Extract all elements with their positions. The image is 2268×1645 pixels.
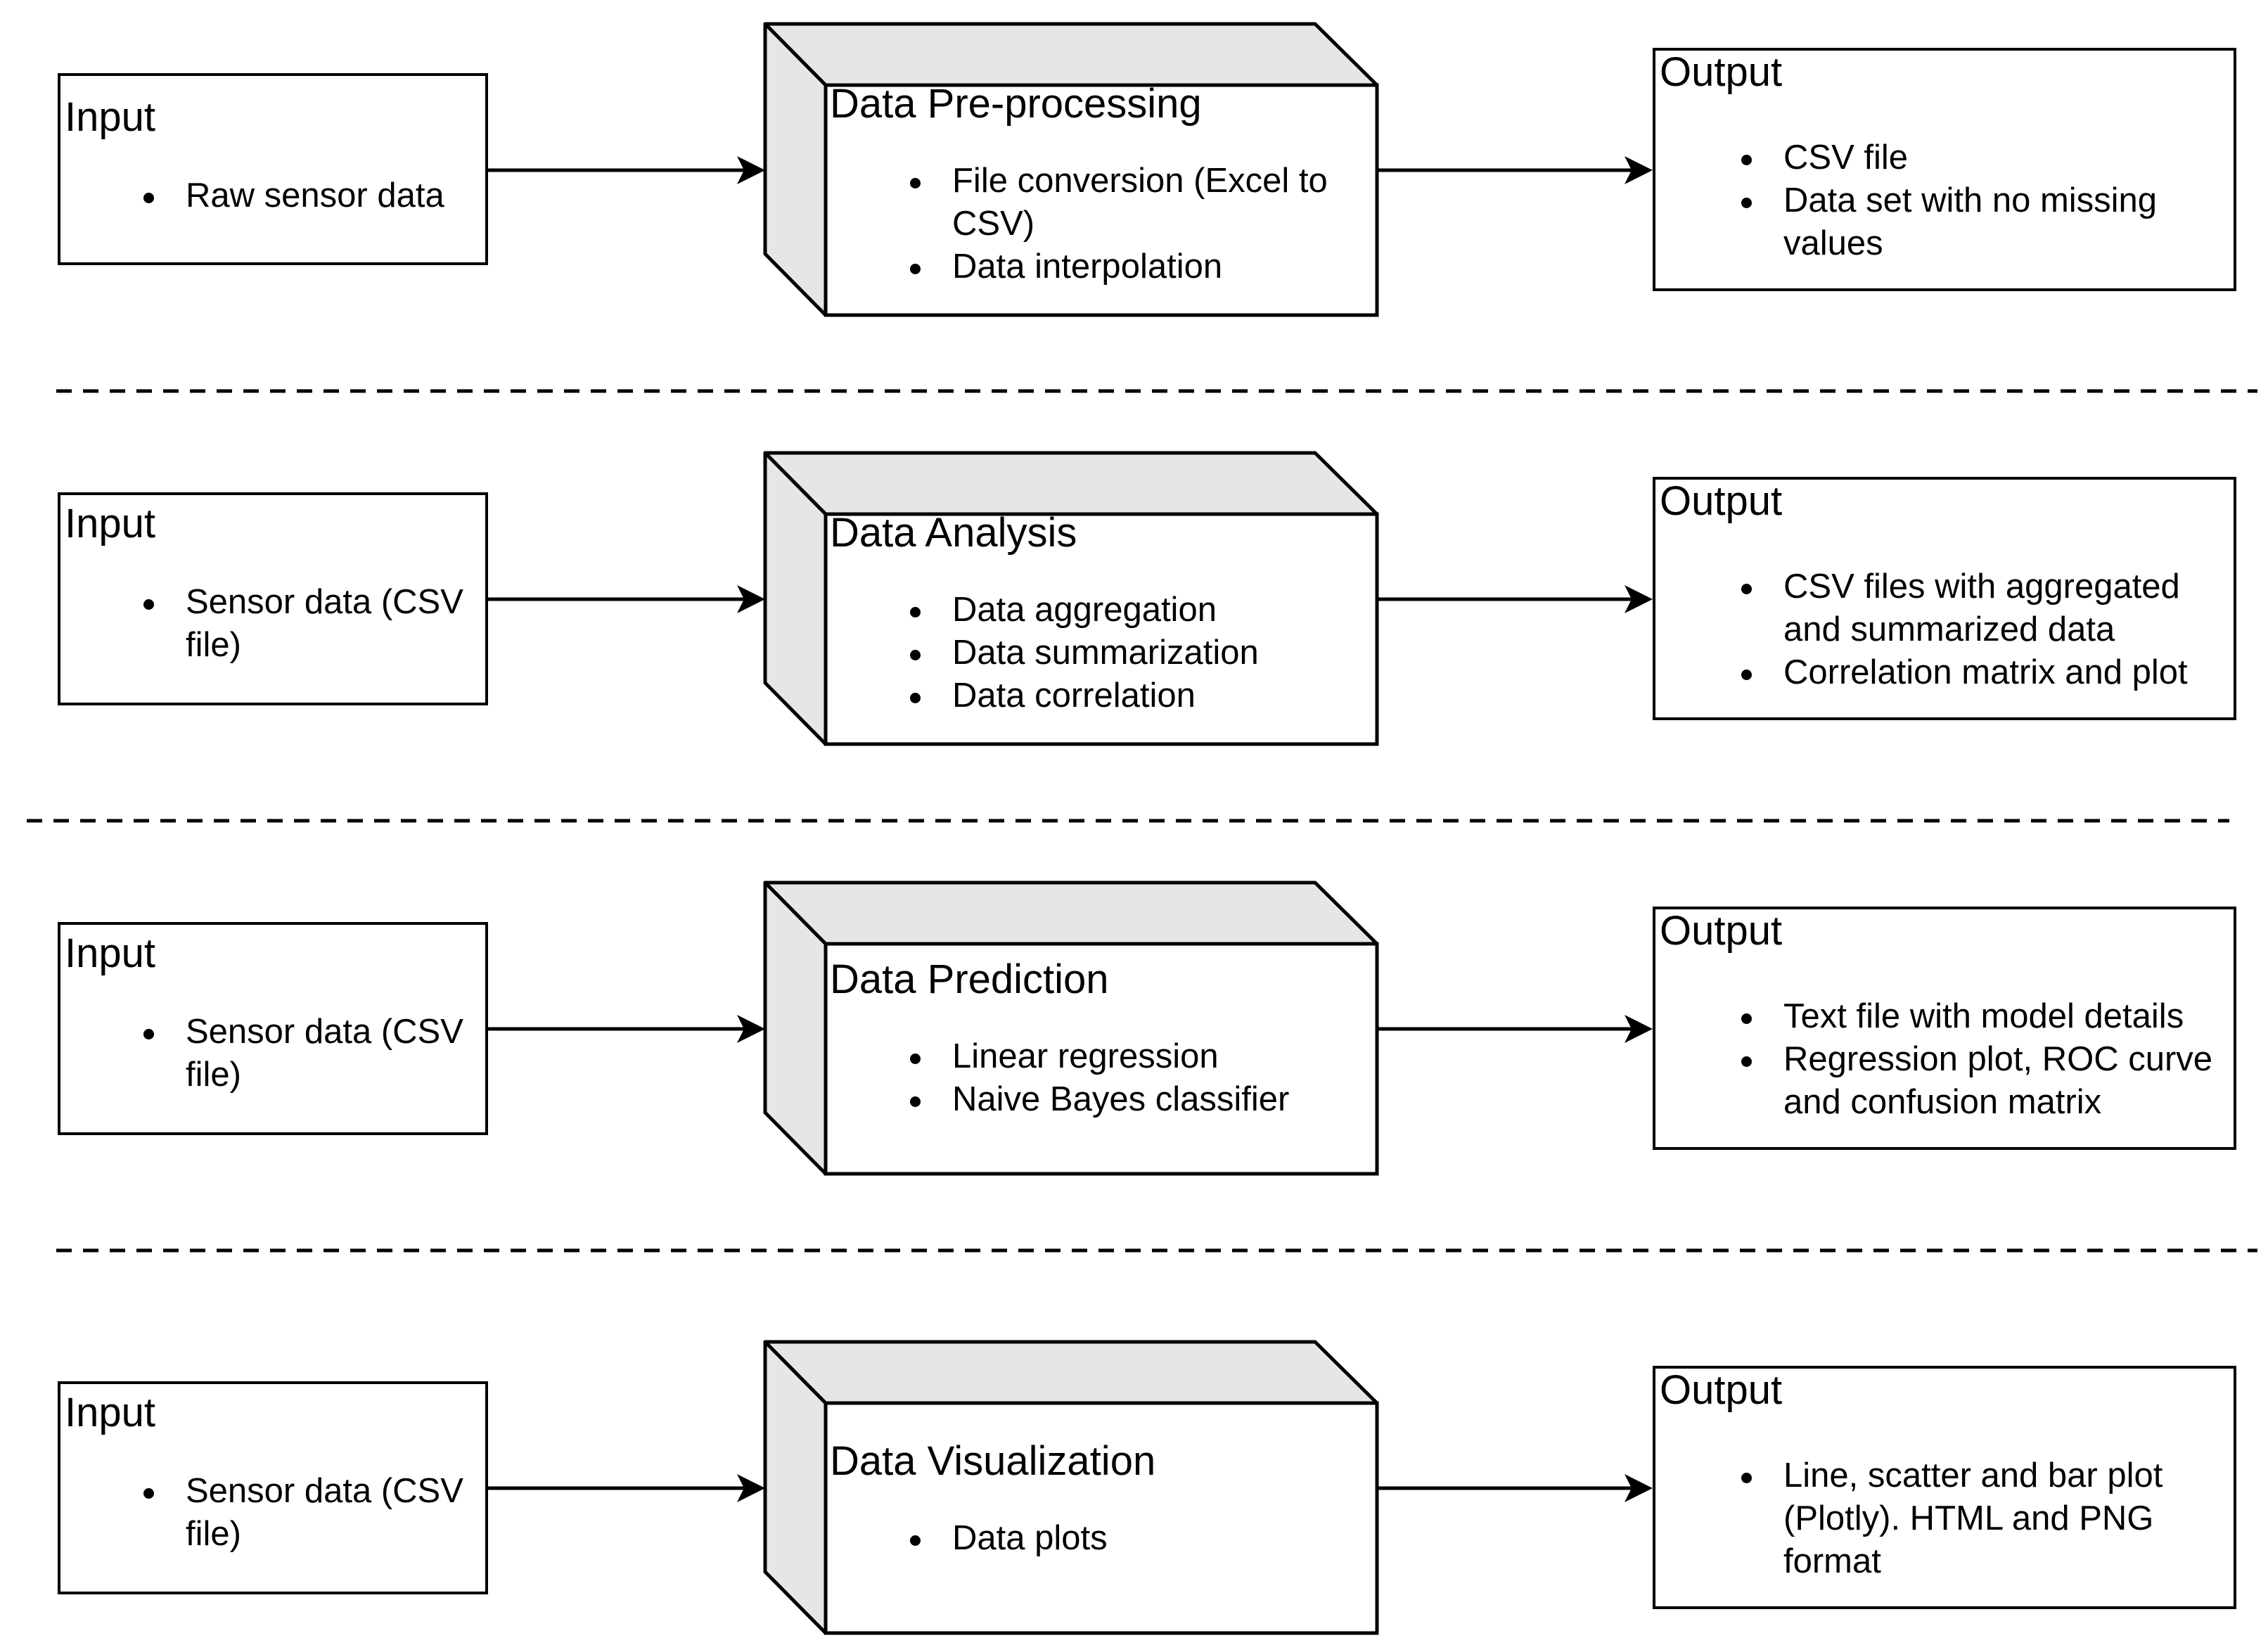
input-title: Input xyxy=(65,94,155,140)
list-item: Raw sensor data xyxy=(143,174,481,217)
process-list: File conversion (Excel to CSV) Data inte… xyxy=(910,160,1367,288)
output-box-row-3: Output Text file with model details Regr… xyxy=(1653,907,2236,1150)
list-item: CSV file xyxy=(1741,136,2234,179)
arrow-input-to-process xyxy=(488,1474,765,1502)
cube-front-face xyxy=(824,83,1379,317)
process-cube-row-1 xyxy=(763,22,1379,317)
output-list: CSV file Data set with no missing values xyxy=(1741,136,2234,265)
input-title: Input xyxy=(65,501,155,546)
cube-front-face xyxy=(824,512,1379,746)
input-box-row-2: Input Sensor data (CSV file) xyxy=(58,492,488,705)
process-list: Data aggregation Data summarization Data… xyxy=(910,589,1367,717)
process-text-row-3: Data Prediction Linear regression Naive … xyxy=(830,944,1371,1174)
output-title: Output xyxy=(1660,49,1783,95)
process-list: Linear regression Naive Bayes classifier xyxy=(910,1035,1367,1121)
list-item: Data summarization xyxy=(910,632,1367,674)
process-title: Data Prediction xyxy=(830,956,1109,1002)
list-item: CSV files with aggregated and summarized… xyxy=(1741,565,2234,651)
output-box-row-2: Output CSV files with aggregated and sum… xyxy=(1653,477,2236,720)
process-title: Data Pre-processing xyxy=(830,81,1202,127)
list-item: Data correlation xyxy=(910,674,1367,717)
process-cube-row-4 xyxy=(763,1340,1379,1635)
output-list: CSV files with aggregated and summarized… xyxy=(1741,565,2234,694)
output-title: Output xyxy=(1660,478,1783,524)
process-text-row-2: Data Analysis Data aggregation Data summ… xyxy=(830,510,1371,744)
output-box-row-1: Output CSV file Data set with no missing… xyxy=(1653,48,2236,291)
process-text-row-1: Data Pre-processing File conversion (Exc… xyxy=(830,81,1371,315)
list-item: Linear regression xyxy=(910,1035,1367,1078)
arrow-input-to-process xyxy=(488,156,765,184)
cube-top-face xyxy=(763,451,1379,516)
process-cube-row-2 xyxy=(763,451,1379,746)
arrow-process-to-output xyxy=(1377,1474,1653,1502)
input-box-row-3: Input Sensor data (CSV file) xyxy=(58,922,488,1135)
list-item: Line, scatter and bar plot (Plotly). HTM… xyxy=(1741,1454,2234,1583)
output-title: Output xyxy=(1660,1367,1783,1413)
list-item: File conversion (Excel to CSV) xyxy=(910,160,1367,245)
list-item: Sensor data (CSV file) xyxy=(143,581,488,667)
input-box-row-1: Input Raw sensor data xyxy=(58,73,488,265)
input-list: Sensor data (CSV file) xyxy=(143,1470,488,1556)
list-item: Data plots xyxy=(910,1517,1367,1560)
list-item: Sensor data (CSV file) xyxy=(143,1470,488,1556)
arrow-process-to-output xyxy=(1377,156,1653,184)
cube-top-face xyxy=(763,22,1379,87)
output-list: Line, scatter and bar plot (Plotly). HTM… xyxy=(1741,1454,2234,1583)
output-box-row-4: Output Line, scatter and bar plot (Plotl… xyxy=(1653,1366,2236,1609)
input-box-row-4: Input Sensor data (CSV file) xyxy=(58,1381,488,1594)
input-list: Raw sensor data xyxy=(143,174,481,217)
output-title: Output xyxy=(1660,908,1783,954)
list-item: Sensor data (CSV file) xyxy=(143,1011,488,1096)
process-title: Data Visualization xyxy=(830,1438,1156,1484)
arrow-process-to-output xyxy=(1377,585,1653,613)
cube-top-face xyxy=(763,881,1379,946)
list-item: Text file with model details xyxy=(1741,995,2234,1038)
process-text-row-4: Data Visualization Data plots xyxy=(830,1403,1371,1633)
cube-front-face xyxy=(824,1401,1379,1635)
list-item: Regression plot, ROC curve and confusion… xyxy=(1741,1038,2234,1124)
list-item: Data set with no missing values xyxy=(1741,179,2234,265)
output-list: Text file with model details Regression … xyxy=(1741,995,2234,1124)
process-title: Data Analysis xyxy=(830,510,1077,556)
input-list: Sensor data (CSV file) xyxy=(143,1011,488,1096)
list-item: Naive Bayes classifier xyxy=(910,1078,1367,1121)
process-list: Data plots xyxy=(910,1517,1367,1560)
list-item: Data aggregation xyxy=(910,589,1367,632)
arrow-input-to-process xyxy=(488,1015,765,1043)
input-title: Input xyxy=(65,930,155,976)
list-item: Correlation matrix and plot xyxy=(1741,651,2234,694)
arrow-input-to-process xyxy=(488,585,765,613)
list-item: Data interpolation xyxy=(910,245,1367,288)
arrow-process-to-output xyxy=(1377,1015,1653,1043)
input-title: Input xyxy=(65,1390,155,1435)
cube-top-face xyxy=(763,1340,1379,1405)
input-list: Sensor data (CSV file) xyxy=(143,581,488,667)
